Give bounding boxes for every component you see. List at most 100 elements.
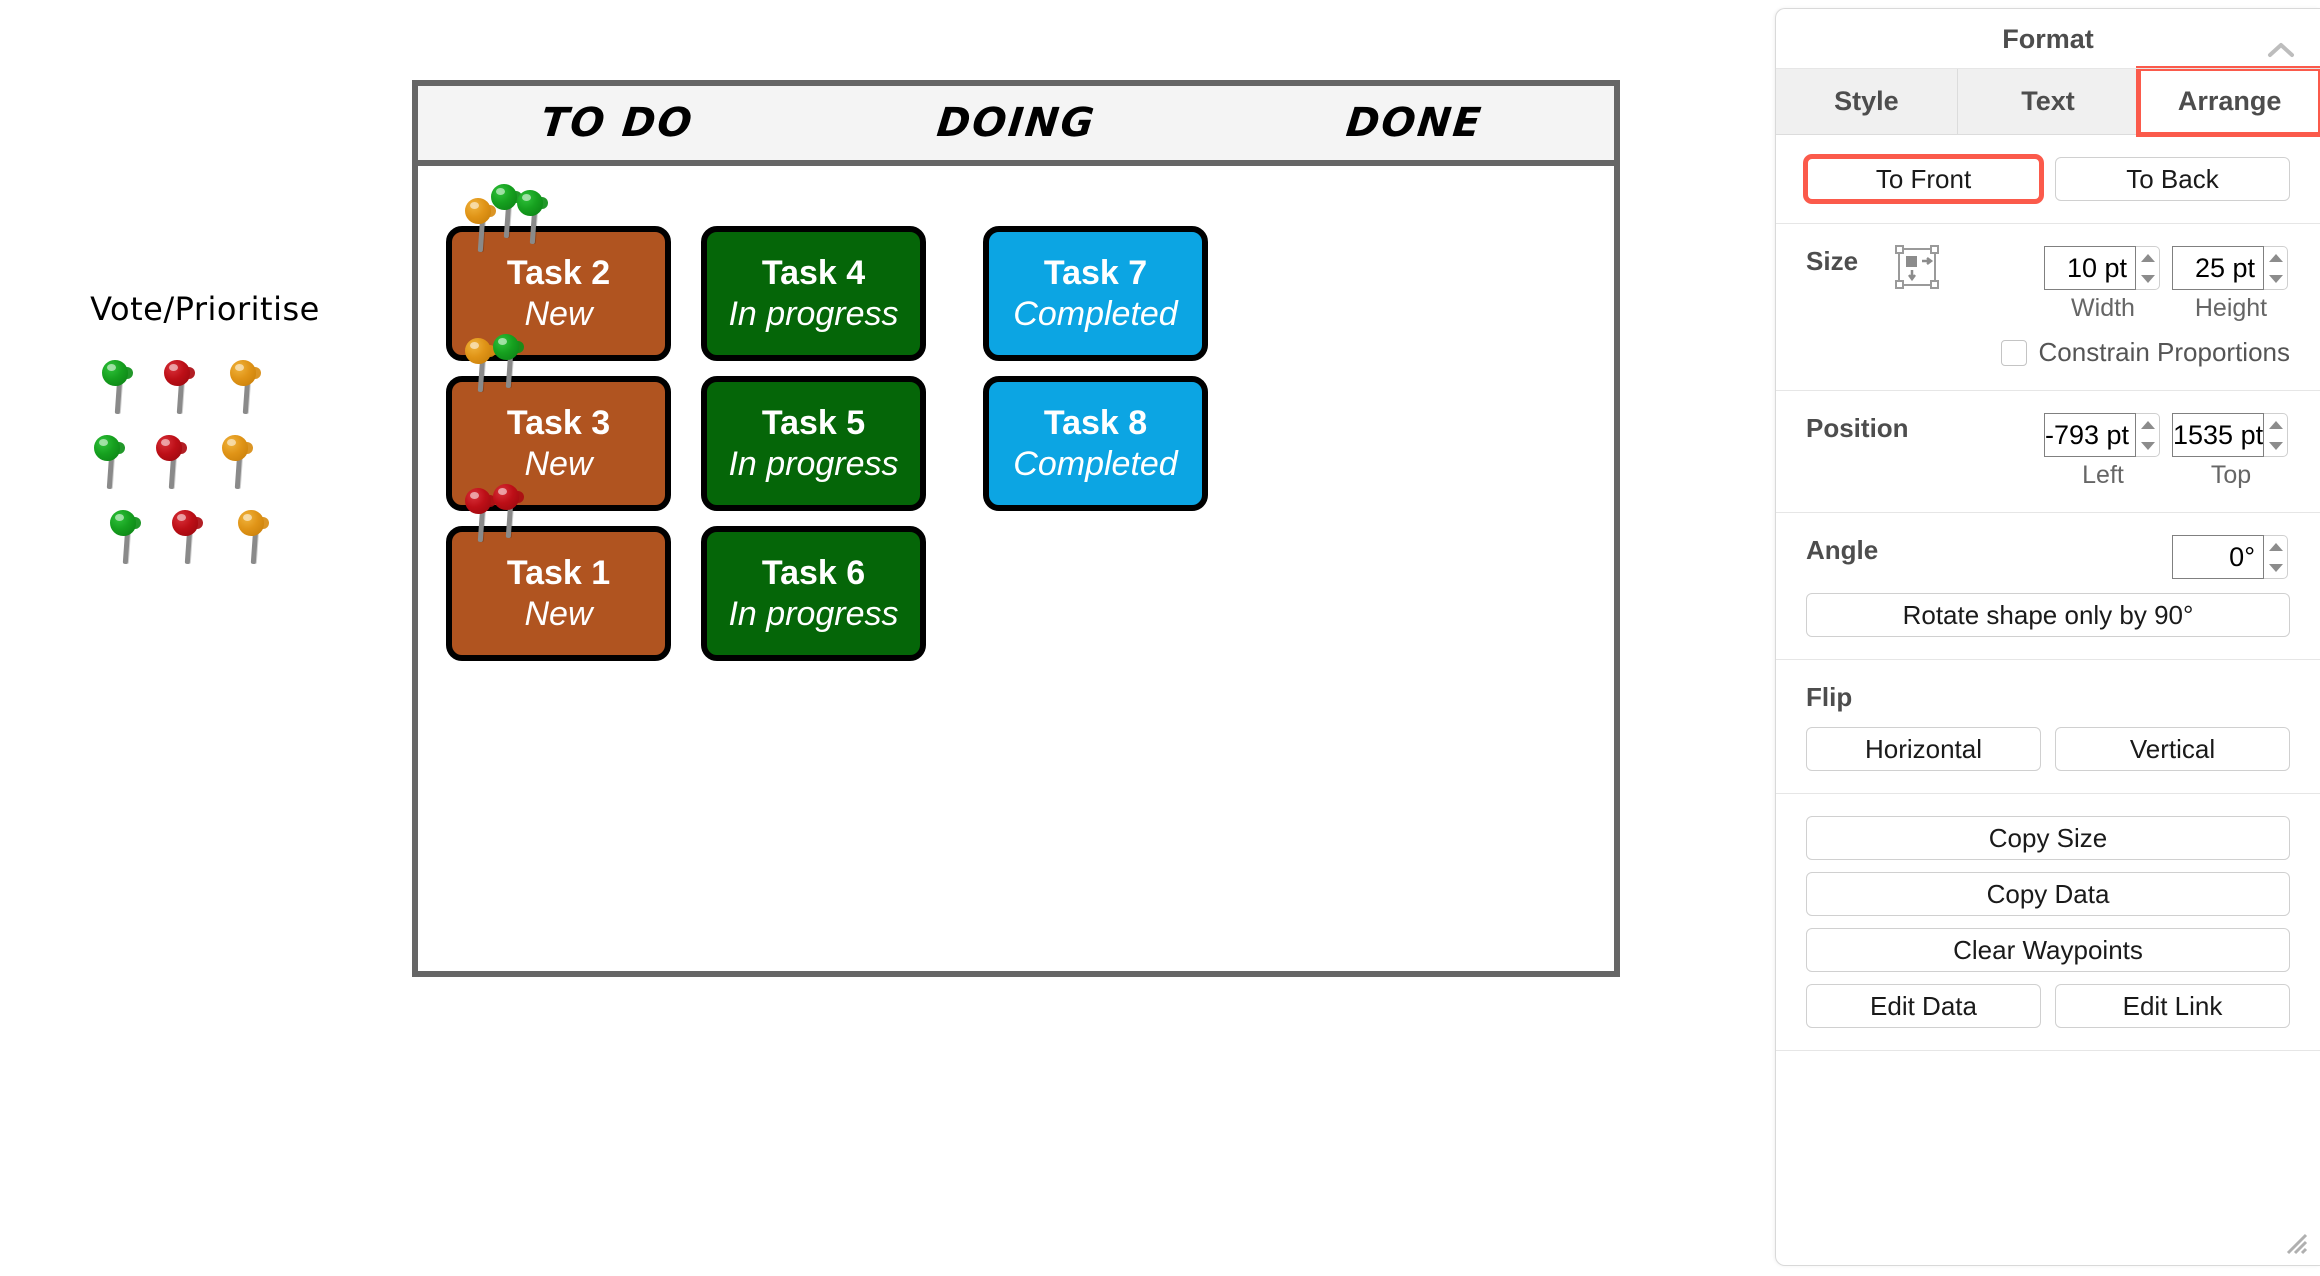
tab-arrange[interactable]: Arrange	[2136, 66, 2320, 137]
height-input[interactable]: 25 pt	[2172, 246, 2264, 290]
pin-head	[94, 435, 120, 461]
column-header-todo: TO DO	[538, 100, 696, 146]
rotate-90-button[interactable]: Rotate shape only by 90°	[1806, 593, 2290, 637]
pin-head	[156, 435, 182, 461]
left-label: Left	[2082, 461, 2124, 489]
chevron-up-icon[interactable]	[2264, 25, 2298, 57]
pin-green[interactable]	[97, 358, 143, 415]
task-status: Completed	[1013, 444, 1178, 483]
position-section: Position -793 pt Left 1535 pt Top	[1776, 391, 2320, 513]
pin-red[interactable]	[159, 358, 205, 415]
pin-head	[102, 360, 128, 386]
task-status: In progress	[728, 294, 899, 333]
task-title: Task 1	[506, 554, 611, 593]
panel-title: Format	[1776, 9, 2320, 69]
left-stepper[interactable]	[2136, 413, 2160, 457]
angle-input[interactable]: 0°	[2172, 535, 2264, 579]
to-back-button[interactable]: To Back	[2055, 157, 2290, 201]
flip-vertical-button[interactable]: Vertical	[2055, 727, 2290, 771]
pin-head	[172, 510, 198, 536]
copy-size-button[interactable]: Copy Size	[1806, 816, 2290, 860]
panel-title-text: Format	[2002, 24, 2094, 54]
order-section: To Front To Back	[1776, 135, 2320, 224]
to-front-button[interactable]: To Front	[1803, 154, 2044, 204]
width-input[interactable]: 10 pt	[2044, 246, 2136, 290]
top-stepper[interactable]	[2264, 413, 2288, 457]
top-label: Top	[2210, 461, 2252, 489]
pin-head	[110, 510, 136, 536]
column-header-doing: DOING	[934, 100, 1098, 146]
pin-head	[517, 190, 543, 216]
pin-orange[interactable]	[233, 508, 279, 565]
width-stepper[interactable]	[2136, 246, 2160, 290]
column-header-done: DONE	[1344, 100, 1486, 146]
task-status: Completed	[1013, 294, 1178, 333]
constrain-proportions-checkbox[interactable]	[2000, 339, 2027, 366]
pin-green[interactable]	[105, 508, 151, 565]
task-status: New	[524, 444, 593, 483]
task-title: Task 3	[506, 404, 611, 443]
pin-head	[465, 488, 491, 514]
format-panel: Format Style Text Arrange To Front To Ba…	[1775, 8, 2320, 1266]
task-status: New	[524, 294, 593, 333]
autosize-icon[interactable]	[1894, 244, 1940, 290]
height-stepper[interactable]	[2264, 246, 2288, 290]
card-pin-group	[460, 182, 610, 253]
constrain-proportions-label: Constrain Proportions	[2038, 337, 2290, 367]
pin-head	[465, 198, 491, 224]
height-label: Height	[2194, 294, 2268, 322]
clear-waypoints-button[interactable]: Clear Waypoints	[1806, 928, 2290, 972]
pin-orange[interactable]	[217, 433, 263, 490]
task-title: Task 5	[761, 404, 866, 443]
pin-head	[222, 435, 248, 461]
pin-orange[interactable]	[460, 196, 506, 253]
card-pin-group	[460, 482, 610, 543]
pin-orange[interactable]	[460, 336, 506, 393]
copy-data-button[interactable]: Copy Data	[1806, 872, 2290, 916]
pin-head	[238, 510, 264, 536]
pin-head	[493, 334, 519, 360]
pin-red[interactable]	[151, 433, 197, 490]
pin-green[interactable]	[512, 188, 558, 245]
actions-section: Copy Size Copy Data Clear Waypoints Edit…	[1776, 794, 2320, 1051]
tab-style[interactable]: Style	[1776, 69, 1958, 134]
top-input[interactable]: 1535 pt	[2172, 413, 2264, 457]
size-label: Size	[1806, 246, 1859, 276]
resize-grip-icon[interactable]	[2276, 1223, 2310, 1257]
task-title: Task 4	[761, 254, 866, 293]
pin-head	[493, 484, 519, 510]
angle-stepper[interactable]	[2264, 535, 2288, 579]
edit-data-button[interactable]: Edit Data	[1806, 984, 2041, 1028]
card-pin-group	[460, 332, 610, 393]
kanban-header-row: TO DO DOING DONE	[418, 86, 1614, 166]
flip-horizontal-button[interactable]: Horizontal	[1806, 727, 2041, 771]
position-label: Position	[1806, 413, 1909, 443]
pin-red[interactable]	[460, 486, 506, 543]
flip-label: Flip	[1806, 682, 1853, 712]
pin-red[interactable]	[488, 482, 534, 539]
task-title: Task 8	[1043, 404, 1148, 443]
tab-text[interactable]: Text	[1957, 69, 2140, 134]
edit-link-button[interactable]: Edit Link	[2055, 984, 2290, 1028]
pin-red[interactable]	[167, 508, 213, 565]
task-title: Task 7	[1043, 254, 1148, 293]
pin-orange[interactable]	[225, 358, 271, 415]
task-status: In progress	[728, 594, 899, 633]
task-title: Task 2	[506, 254, 611, 293]
pin-head	[164, 360, 190, 386]
left-input[interactable]: -793 pt	[2044, 413, 2136, 457]
pin-green[interactable]	[488, 332, 534, 389]
pin-green[interactable]	[89, 433, 135, 490]
vote-prioritise-legend: Vote/Prioritise	[45, 290, 365, 650]
task-status: New	[524, 594, 593, 633]
